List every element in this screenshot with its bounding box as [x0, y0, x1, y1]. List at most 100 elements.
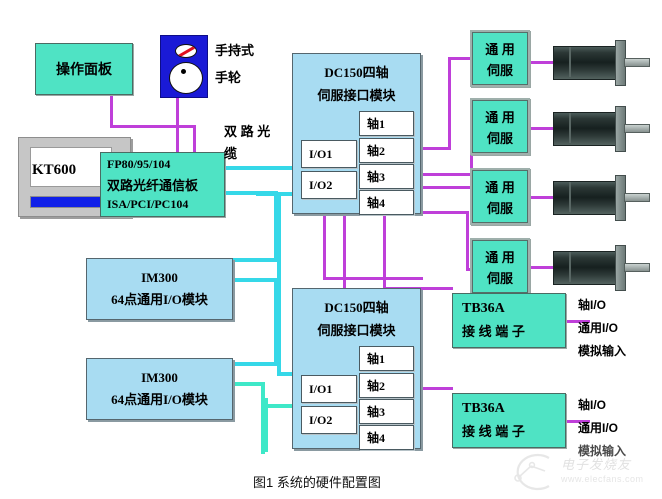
im300-module-1[interactable]: IM300 64点通用I/O模块	[86, 258, 233, 320]
dc150-top-title-line1: DC150四轴	[324, 65, 389, 80]
motor-2	[553, 106, 653, 152]
fiber-cable-label-line1: 双 路 光	[224, 124, 271, 139]
im300-module-2[interactable]: IM300 64点通用I/O模块	[86, 358, 233, 420]
dc150-bottom-axis3-port[interactable]: 轴3	[359, 399, 414, 424]
terminal-block-2[interactable]: TB36A 接 线 端 子	[452, 393, 566, 448]
link-fiber-io1	[225, 166, 300, 170]
link-axis4-h1	[421, 211, 469, 214]
servo-drive-4[interactable]: 通 用 伺服	[470, 238, 530, 295]
link-im300-2b-h	[233, 382, 265, 386]
im300-2-line1: IM300	[141, 370, 178, 385]
fiber-board-name: 双路光纤通信板	[107, 178, 199, 193]
servo-2-line1: 通 用	[485, 109, 515, 125]
link-fiber-trunkA-h0	[225, 191, 277, 195]
dc150-top-axis1-port[interactable]: 轴1	[359, 111, 414, 136]
link-io1-tb-v	[383, 168, 386, 290]
dc150-bottom-axis4-port[interactable]: 轴4	[359, 425, 414, 450]
handwheel-label-line2: 手轮	[215, 70, 242, 85]
link-servo4-motor	[530, 266, 554, 269]
dc150-bottom-title-line1: DC150四轴	[324, 300, 389, 315]
tb1-output-1: 轴I/O	[578, 298, 607, 312]
watermark-logo-icon	[514, 453, 550, 491]
servo-drive-3[interactable]: 通 用 伺服	[470, 168, 530, 225]
dc150-top-axis2-port[interactable]: 轴2	[359, 138, 414, 163]
servo-4-line2: 伺服	[486, 270, 513, 286]
dc150-bottom-title-line2: 伺服接口模块	[317, 323, 396, 338]
dc150-bottom-axis4-label: 轴4	[367, 431, 386, 445]
dc150-module-bottom[interactable]: DC150四轴 伺服接口模块 I/O1 I/O2 轴1 轴2 轴3 轴4	[292, 288, 421, 450]
handwheel-dot-icon	[181, 69, 186, 74]
dc150-top-io1-port[interactable]: I/O1	[301, 140, 357, 168]
dc150-top-io1-label: I/O1	[309, 146, 333, 161]
motor-3-shaft-icon	[624, 193, 650, 202]
link-trunkB2-h	[264, 404, 302, 408]
fiber-board-model: FP80/95/104	[107, 157, 171, 171]
handwheel-label-line1: 手持式	[215, 43, 255, 58]
dc150-bottom-io2-label: I/O2	[309, 412, 333, 427]
link-axis1-h2	[448, 57, 471, 60]
link-im300-1-h	[233, 278, 278, 282]
motor-4-body-icon	[553, 251, 617, 285]
dc150-top-axis4-port[interactable]: 轴4	[359, 190, 414, 215]
motor-1-seam-icon	[569, 47, 571, 77]
dc150-top-axis3-label: 轴3	[367, 170, 386, 184]
tb2-line1: TB36A	[462, 401, 505, 416]
dc150-bottom-axis2-label: 轴2	[367, 379, 386, 393]
motor-1	[553, 40, 653, 86]
link-im300-1b-v	[274, 278, 278, 364]
watermark: 电子发烧友 www.elecfans.com	[505, 452, 655, 494]
link-im300-2-h	[233, 362, 278, 366]
motor-2-body-icon	[553, 112, 617, 146]
operation-panel-label: 操作面板	[56, 61, 112, 77]
tb2-output-2: 通用I/O	[578, 421, 619, 435]
link-panel-to-board-v2	[193, 125, 196, 155]
servo-drive-2[interactable]: 通 用 伺服	[470, 98, 530, 155]
dc150-top-io2-port[interactable]: I/O2	[301, 171, 357, 199]
servo-1-line2: 伺服	[486, 62, 513, 78]
computer-label: KT600	[32, 162, 77, 178]
tb2-output-1: 轴I/O	[578, 398, 607, 412]
operation-panel-box[interactable]: 操作面板	[35, 43, 133, 95]
motor-2-shaft-icon	[624, 124, 650, 133]
dc150-top-axis3-port[interactable]: 轴3	[359, 164, 414, 189]
fiber-board[interactable]: FP80/95/104 双路光纤通信板 ISA/PCI/PC104	[100, 152, 225, 217]
link-panel-to-board-v1	[110, 95, 113, 128]
handwheel-device[interactable]	[160, 35, 208, 98]
link-tb1-out	[566, 320, 590, 323]
link-axis1-h1	[421, 147, 450, 150]
motor-2-seam-icon	[569, 113, 571, 143]
dc150-bottom-axis2-port[interactable]: 轴2	[359, 373, 414, 398]
link-axis1-v	[448, 57, 451, 150]
servo-2-line2: 伺服	[486, 130, 513, 146]
fiber-board-bus: ISA/PCI/PC104	[107, 197, 189, 211]
link-axis2-h1	[421, 173, 473, 176]
handwheel-indicator-icon	[175, 44, 197, 58]
fiber-cable-label-line2: 缆	[224, 146, 238, 161]
dc150-module-top[interactable]: DC150四轴 伺服接口模块 I/O1 I/O2 轴1 轴2 轴3 轴4	[292, 53, 421, 215]
link-im300-2b-v	[261, 382, 265, 454]
dc150-top-title-line2: 伺服接口模块	[317, 88, 396, 103]
im300-1-line1: IM300	[141, 270, 178, 285]
tb1-line2: 接 线 端 子	[462, 324, 525, 339]
dc150-bottom-io1-port[interactable]: I/O1	[301, 375, 357, 403]
servo-4-line1: 通 用	[485, 249, 515, 265]
tb1-line1: TB36A	[462, 301, 505, 316]
handwheel-slash-icon	[176, 45, 196, 57]
tb1-output-2: 通用I/O	[578, 321, 619, 335]
motor-3-body-icon	[553, 181, 617, 215]
terminal-block-1[interactable]: TB36A 接 线 端 子	[452, 293, 566, 348]
servo-drive-1[interactable]: 通 用 伺服	[470, 30, 530, 87]
link-fiber-trunkA-v	[274, 191, 278, 261]
dc150-bottom-axis1-port[interactable]: 轴1	[359, 346, 414, 371]
watermark-text: 电子发烧友	[561, 457, 632, 472]
link-trunkB2-v	[264, 398, 268, 452]
motor-4-seam-icon	[569, 252, 571, 282]
dc150-bottom-io2-port[interactable]: I/O2	[301, 406, 357, 434]
link-lower-dc150-h	[323, 277, 423, 280]
im300-1-line2: 64点通用I/O模块	[111, 292, 208, 307]
tb1-output-3: 模拟输入	[578, 344, 627, 358]
dc150-top-axis4-label: 轴4	[367, 196, 386, 210]
link-tb2-out	[566, 420, 590, 423]
motor-4	[553, 245, 653, 291]
